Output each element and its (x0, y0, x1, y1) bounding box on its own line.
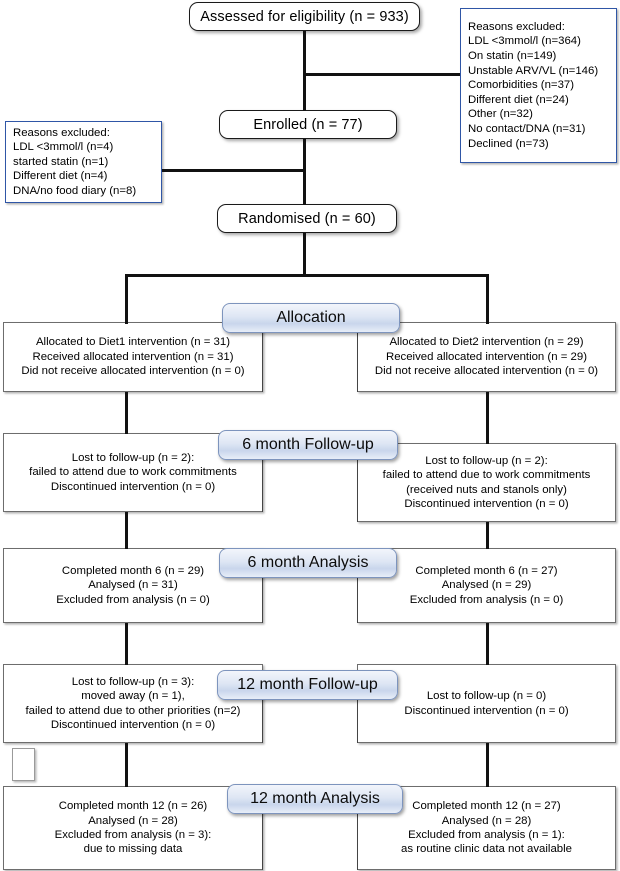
followup6-right-line: Discontinued intervention (n = 0) (404, 497, 569, 510)
followup12-left-line: Discontinued intervention (n = 0) (50, 718, 216, 731)
allocation-right-line: Did not receive allocated intervention (… (374, 365, 599, 378)
followup6-left-line: Lost to follow-up (n = 2): (71, 451, 195, 464)
excluded-top-heading: Reasons excluded: (468, 20, 565, 33)
connector-split-to-left-arm (125, 274, 128, 324)
analysis12-left-line: due to missing data (83, 843, 183, 856)
followup12-right-box: Lost to follow-up (n = 0) Discontinued i… (357, 664, 616, 743)
connector-right-fu6-to-an6 (486, 522, 489, 549)
followup12-banner-label: 12 month Follow-up (237, 676, 378, 693)
connector-right-alloc-to-fu6 (486, 392, 489, 444)
analysis12-right-line: Excluded from analysis (n = 1): (408, 829, 565, 841)
allocation-right-box: Allocated to Diet2 intervention (n = 29)… (357, 322, 616, 392)
followup6-right-line: Lost to follow-up (n = 2): (425, 454, 548, 467)
connector-right-fu12-to-an12 (486, 743, 489, 787)
followup6-right-line: (received nuts and stanols only) (406, 483, 567, 496)
followup12-left-line: Lost to follow-up (n = 3): (71, 675, 195, 688)
connector-left-an6-to-fu12 (125, 623, 128, 665)
analysis6-left-box: Completed month 6 (n = 29) Analysed (n =… (3, 548, 263, 623)
excluded-top-item: On statin (n=149) (468, 50, 557, 63)
allocation-right-line: Received allocated intervention (n = 29) (385, 350, 588, 363)
analysis6-right-inner-divider (357, 578, 359, 623)
excluded-left-heading: Reasons excluded: (13, 126, 110, 139)
followup12-right-inner-divider (357, 700, 359, 743)
excluded-left-item: LDL <3mmol/l (n=4) (13, 141, 114, 154)
followup6-left-inner-divider (262, 460, 264, 512)
analysis6-left-inner-divider (262, 578, 264, 623)
followup12-left-line: moved away (n = 1), (81, 690, 185, 703)
connector-left-alloc-to-fu6 (125, 392, 128, 434)
allocation-left-line: Allocated to Diet1 intervention (n = 31) (35, 336, 231, 349)
connector-enrolled-to-randomised (303, 139, 306, 205)
allocation-banner: Allocation (222, 303, 400, 333)
allocation-left-line: Received allocated intervention (n = 31) (32, 350, 234, 363)
analysis12-left-inner-divider (262, 814, 264, 870)
allocation-left-box: Allocated to Diet1 intervention (n = 31)… (3, 322, 263, 392)
followup6-right-line: failed to attend due to work commitments (382, 469, 591, 482)
allocation-left-line: Did not receive allocated intervention (… (21, 365, 245, 378)
analysis12-right-line: Analysed (n = 28) (441, 814, 532, 827)
allocation-right-inner-divider (357, 333, 359, 392)
connector-randomised-stem (303, 233, 306, 277)
followup6-banner-label: 6 month Follow-up (242, 436, 374, 453)
connector-arm-split (125, 274, 489, 277)
analysis12-right-inner-divider (357, 814, 359, 870)
analysis12-right-box: Completed month 12 (n = 27) Analysed (n … (357, 786, 616, 870)
connector-split-to-right-arm (486, 274, 489, 324)
analysis12-banner: 12 month Analysis (227, 784, 403, 814)
excluded-top-item: Other (n=32) (468, 108, 533, 121)
analysis6-left-line: Analysed (n = 31) (88, 579, 178, 592)
analysis6-right-line: Excluded from analysis (n = 0) (409, 593, 564, 606)
randomised-box: Randomised (n = 60) (217, 204, 397, 233)
followup12-banner: 12 month Follow-up (217, 670, 398, 700)
reasons-excluded-top-box: Reasons excluded: LDL <3mmol/l (n=364) O… (460, 8, 617, 163)
assessed-for-eligibility-box: Assessed for eligibility (n = 933) (189, 2, 420, 31)
analysis12-left-box: Completed month 12 (n = 26) Analysed (n … (3, 786, 263, 870)
stray-empty-rectangle-artifact (12, 748, 35, 781)
followup12-left-line: failed to attend due to other priorities… (25, 704, 241, 717)
enrolled-box: Enrolled (n = 77) (219, 110, 397, 139)
followup6-left-line: failed to attend due to work commitments (29, 466, 237, 479)
reasons-excluded-left-box: Reasons excluded: LDL <3mmol/l (n=4) sta… (5, 121, 162, 203)
excluded-top-item: Unstable ARV/VL (n=146) (468, 64, 599, 77)
connector-assessed-to-enrolled (303, 31, 306, 111)
followup12-right-line: Discontinued intervention (n = 0) (404, 704, 569, 717)
followup6-banner: 6 month Follow-up (218, 430, 398, 460)
excluded-top-item: No contact/DNA (n=31) (468, 122, 586, 135)
analysis12-left-line: Excluded from analysis (n = 3): (54, 829, 212, 841)
analysis6-right-line: Completed month 6 (n = 27) (415, 564, 558, 577)
analysis6-left-line: Completed month 6 (n = 29) (61, 564, 205, 577)
enrolled-label: Enrolled (n = 77) (253, 116, 363, 133)
excluded-top-item: Comorbidities (n=37) (468, 79, 575, 92)
analysis6-right-line: Analysed (n = 29) (441, 579, 532, 592)
excluded-left-item: DNA/no food diary (n=8) (13, 184, 137, 197)
analysis6-banner: 6 month Analysis (219, 548, 397, 578)
excluded-left-item: started statin (n=1) (13, 155, 109, 168)
followup6-right-inner-divider (357, 460, 359, 522)
excluded-top-item: Declined (n=73) (468, 137, 549, 150)
randomised-label: Randomised (n = 60) (238, 210, 376, 227)
analysis6-right-box: Completed month 6 (n = 27) Analysed (n =… (357, 548, 616, 623)
analysis6-left-line: Excluded from analysis (n = 0) (56, 593, 210, 606)
excluded-top-item: Different diet (n=24) (468, 93, 569, 106)
connector-right-an6-to-fu12 (486, 623, 489, 665)
analysis12-left-line: Completed month 12 (n = 26) (58, 800, 208, 813)
followup6-left-line: Discontinued intervention (n = 0) (50, 480, 216, 493)
allocation-banner-label: Allocation (276, 309, 346, 326)
analysis12-banner-label: 12 month Analysis (250, 790, 380, 807)
connector-left-fu12-to-an12 (125, 743, 128, 787)
followup12-right-line: Lost to follow-up (n = 0) (426, 690, 547, 703)
assessed-for-eligibility-label: Assessed for eligibility (n = 933) (200, 8, 409, 25)
followup12-left-inner-divider (262, 700, 264, 743)
excluded-left-item: Different diet (n=4) (13, 170, 108, 183)
connector-left-fu6-to-an6 (125, 512, 128, 549)
analysis12-right-line: Completed month 12 (n = 27) (412, 800, 561, 813)
allocation-left-inner-divider (262, 333, 264, 392)
analysis12-right-line: as routine clinic data not available (401, 843, 572, 856)
excluded-top-item: LDL <3mmol/l (n=364) (468, 35, 581, 48)
analysis6-banner-label: 6 month Analysis (247, 554, 369, 571)
allocation-right-line: Allocated to Diet2 intervention (n = 29) (389, 336, 584, 349)
connector-assessed-to-excluded-top (303, 73, 460, 76)
connector-enrolled-to-excluded-left (162, 169, 306, 172)
analysis12-left-line: Analysed (n = 28) (88, 814, 178, 827)
